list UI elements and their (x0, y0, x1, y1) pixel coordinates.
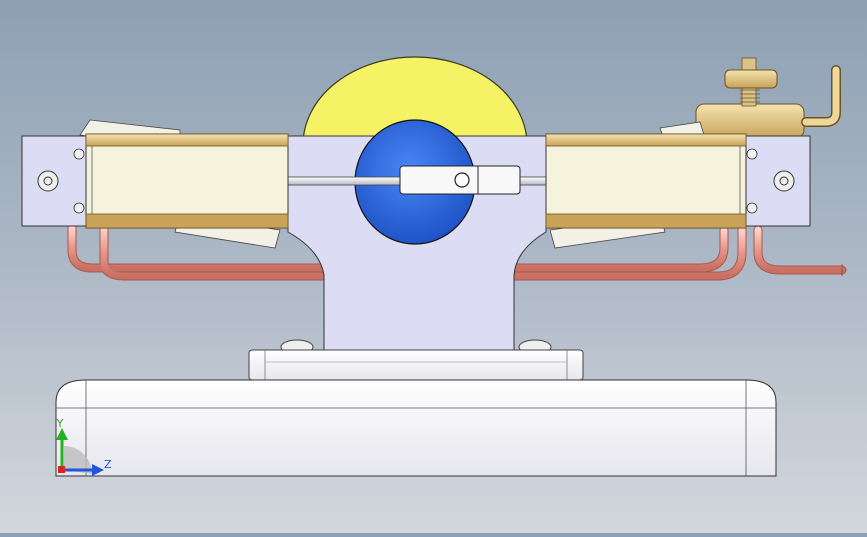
left-end-plate (21, 135, 89, 227)
coordinate-triad: Y Z (56, 417, 112, 476)
pedestal-plate (248, 349, 584, 381)
triad-y-label: Y (56, 417, 64, 430)
right-cylinder (545, 133, 747, 229)
copper-pipes (67, 223, 847, 281)
air-chamber (695, 57, 841, 139)
right-end-plate (743, 135, 811, 227)
triad-z-label: Z (104, 458, 112, 471)
triad-plane-icon (64, 446, 92, 474)
left-cylinder (85, 133, 289, 229)
base-block (55, 379, 777, 477)
triad-x-axis (58, 466, 65, 473)
